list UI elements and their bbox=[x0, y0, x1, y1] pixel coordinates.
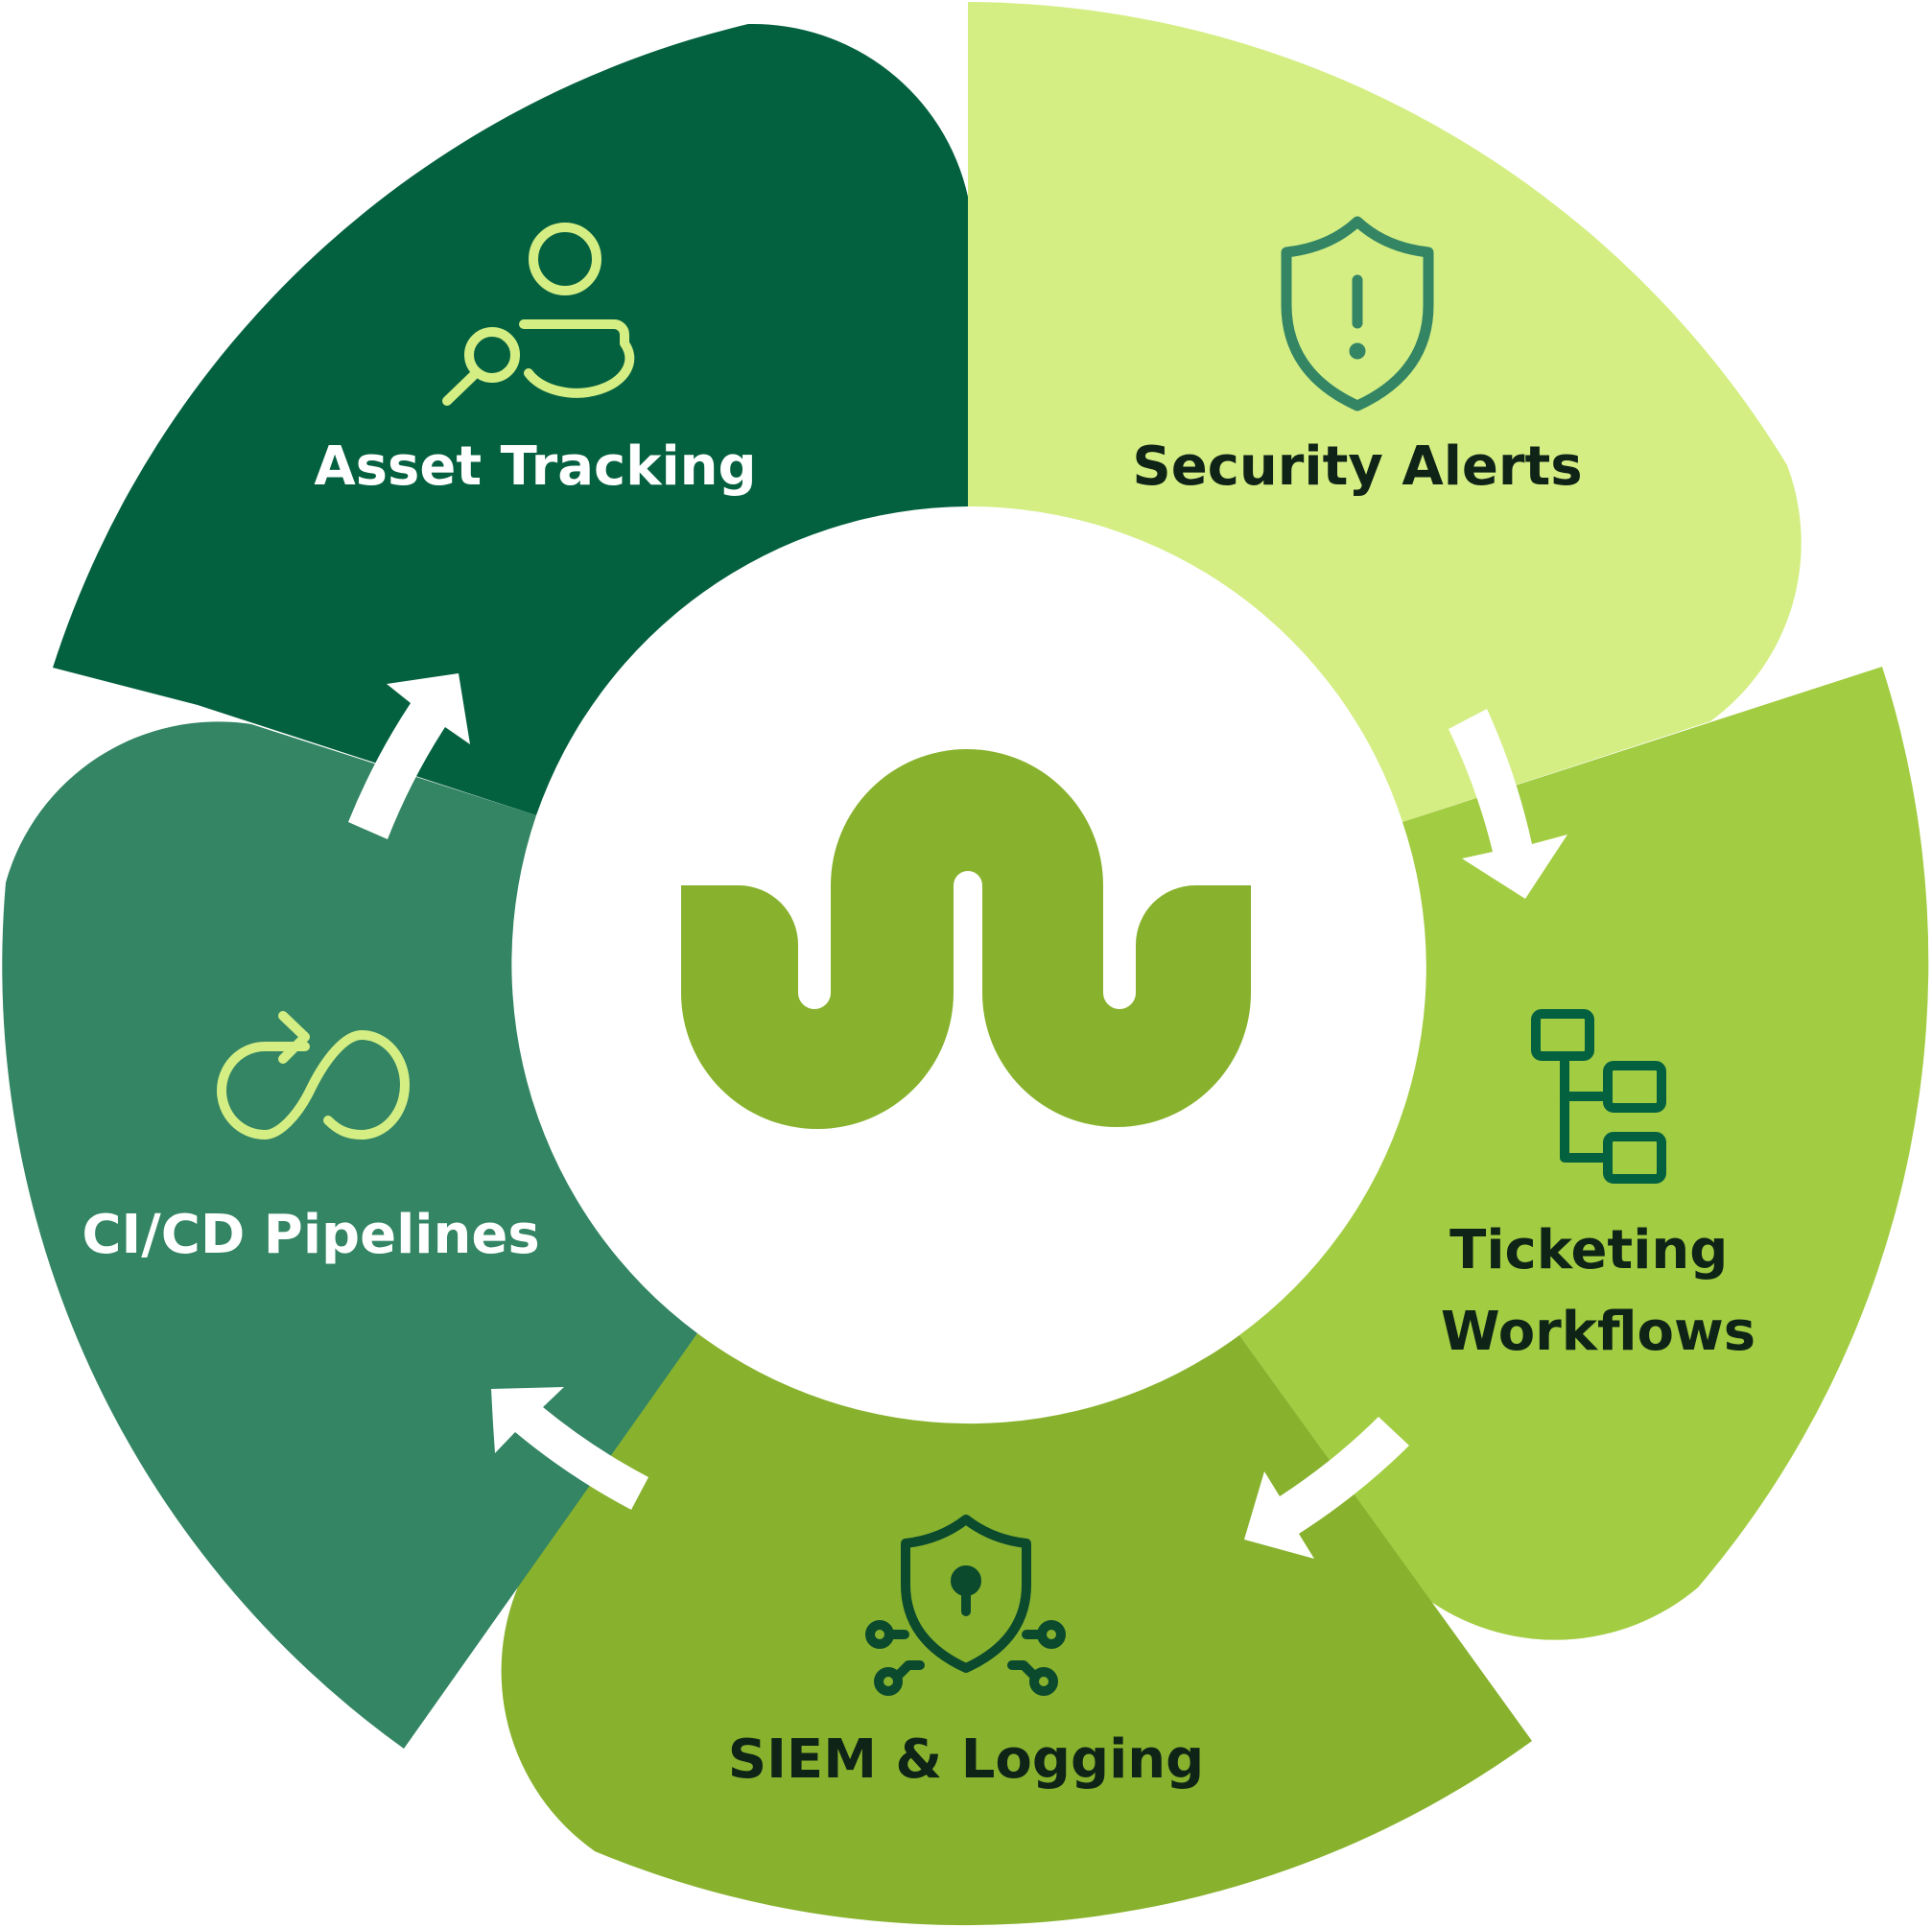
shield-lock-network-icon bbox=[865, 1515, 1066, 1696]
arrow-siem-to-cicd bbox=[491, 1387, 648, 1510]
segment-label-ticketing-workflows: Ticketing Workflows bbox=[1441, 1219, 1755, 1363]
brand-logo-icon bbox=[681, 749, 1251, 1129]
segment-label-ci-cd-pipelines: CI/CD Pipelines bbox=[82, 1204, 539, 1266]
segment-label-siem-logging: SIEM & Logging bbox=[728, 1728, 1204, 1791]
arrow-security-to-ticketing bbox=[1449, 709, 1567, 899]
infinity-loop-icon bbox=[217, 1011, 410, 1140]
segment-security-alerts-shape bbox=[968, 2, 1802, 822]
segment-label-ticketing-line-2: Workflows bbox=[1441, 1301, 1755, 1363]
person-search-icon bbox=[442, 223, 635, 406]
segment-label-asset-tracking: Asset Tracking bbox=[314, 435, 756, 498]
segment-security-alerts bbox=[968, 2, 1802, 822]
arrow-ticketing-to-siem bbox=[1244, 1417, 1409, 1559]
segment-ci-cd-pipelines bbox=[2, 721, 697, 1749]
arrow-cicd-to-asset bbox=[348, 673, 470, 839]
center-circle bbox=[512, 508, 1424, 1420]
workflow-tree-icon bbox=[1531, 1009, 1666, 1184]
segment-label-security-alerts: Security Alerts bbox=[1132, 435, 1582, 498]
segment-asset-tracking bbox=[53, 23, 968, 815]
segment-asset-tracking-shape bbox=[53, 23, 968, 815]
segment-label-ticketing-line-1: Ticketing bbox=[1449, 1219, 1728, 1281]
segment-ci-cd-pipelines-shape bbox=[2, 721, 697, 1749]
shield-alert-icon bbox=[1281, 216, 1434, 411]
